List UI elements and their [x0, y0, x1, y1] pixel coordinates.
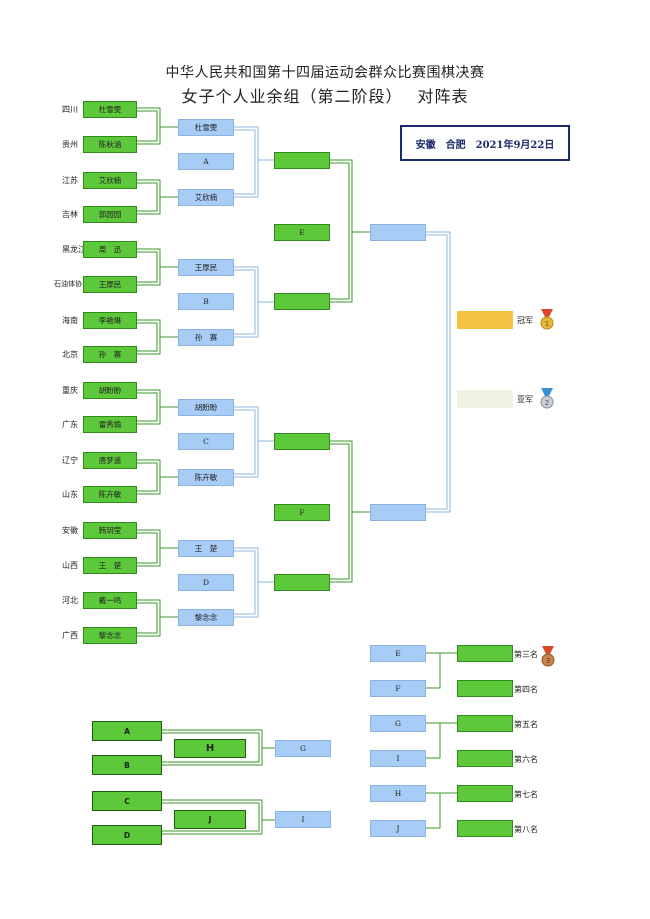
silver-medal-number: 2: [545, 399, 549, 407]
player-name-box: 陈秋涵: [83, 136, 137, 153]
consolation-c: C: [92, 791, 162, 811]
placement-win-label: 第七名: [514, 790, 538, 799]
round2-winner-box: 王 楚: [178, 540, 234, 557]
player-name-box: 王 楚: [83, 557, 137, 574]
player-province: 吉林: [62, 210, 78, 219]
round2-winner-box: 孙 赛: [178, 329, 234, 346]
round2-winner-box: 黎念念: [178, 609, 234, 626]
player-province: 黑龙江: [62, 245, 86, 254]
consolation-h: H: [174, 739, 246, 758]
placement-bottom-box: F: [370, 680, 426, 697]
player-name-box: 郭园园: [83, 206, 137, 223]
player-province: 安徽: [62, 526, 78, 535]
consolation-a: A: [92, 721, 162, 741]
round2-winner-box: 艾欣楠: [178, 189, 234, 206]
consolation-i: I: [275, 811, 331, 828]
page-title-line2: 女子个人业余组（第二阶段） 对阵表: [181, 87, 469, 106]
placement-lose-slot: [457, 680, 513, 697]
player-name-box: 王厚民: [83, 276, 137, 293]
player-name-box: 韩玥莹: [83, 522, 137, 539]
player-name-box: 李艳琳: [83, 312, 137, 329]
round2-letter-box: A: [178, 153, 234, 170]
page-title-line1: 中华人民共和国第十四届运动会群众比赛围棋决赛: [165, 65, 485, 81]
round2-winner-box: 陈卉敏: [178, 469, 234, 486]
placement-win-slot: [457, 785, 513, 802]
round2-winner-box: 王厚民: [178, 259, 234, 276]
player-province: 北京: [62, 350, 78, 359]
consolation-d: D: [92, 825, 162, 845]
runner-up-slot: [457, 390, 513, 408]
quarterfinal-winner-box: [274, 152, 330, 169]
final-slot-bottom: [370, 504, 426, 521]
silver-medal-icon: 2: [540, 388, 554, 409]
player-province: 江苏: [62, 176, 78, 185]
player-name-box: 杜雪雯: [83, 101, 137, 118]
player-province: 广东: [62, 420, 78, 429]
champion-slot: [457, 311, 513, 329]
player-province: 山西: [62, 561, 78, 570]
champion-label: 冠军: [517, 316, 533, 325]
round2-letter-box: D: [178, 574, 234, 591]
round2-winner-box: 胡盼盼: [178, 399, 234, 416]
info-box: 安徽 合肥 2021年9月22日: [400, 125, 570, 161]
player-province: 重庆: [62, 386, 78, 395]
quarterfinal-winner-box: [274, 433, 330, 450]
player-name-box: 陈卉敏: [83, 486, 137, 503]
location-text: 安徽 合肥: [415, 139, 466, 151]
player-province: 海南: [62, 316, 78, 325]
player-name-box: 雷秀瑜: [83, 416, 137, 433]
player-province: 辽宁: [62, 456, 78, 465]
placement-lose-label: 第八名: [514, 825, 538, 834]
placement-top-box: G: [370, 715, 426, 732]
player-name-box: 唐梦遥: [83, 452, 137, 469]
consolation-j: J: [174, 810, 246, 829]
bronze-medal-icon: 3: [541, 646, 555, 667]
quarterfinal-winner-box: [274, 293, 330, 310]
consolation-b: B: [92, 755, 162, 775]
placement-win-slot: [457, 645, 513, 662]
date-text: 2021年9月22日: [475, 139, 555, 151]
placement-lose-slot: [457, 820, 513, 837]
placement-bottom-box: I: [370, 750, 426, 767]
semi-letter-box: F: [274, 504, 330, 521]
player-name-box: 艾欣楠: [83, 172, 137, 189]
player-province: 山东: [62, 490, 78, 499]
placement-lose-label: 第四名: [514, 685, 538, 694]
player-province: 石油体协: [54, 280, 82, 288]
player-province: 广西: [62, 631, 78, 640]
round2-letter-box: B: [178, 293, 234, 310]
placement-lose-slot: [457, 750, 513, 767]
round2-winner-box: 杜雪雯: [178, 119, 234, 136]
placement-win-slot: [457, 715, 513, 732]
placement-lose-label: 第六名: [514, 755, 538, 764]
player-name-box: 周 迅: [83, 241, 137, 258]
player-province: 四川: [62, 105, 78, 114]
player-province: 贵州: [62, 140, 78, 149]
consolation-g: G: [275, 740, 331, 757]
round2-letter-box: C: [178, 433, 234, 450]
player-name-box: 戴一鸣: [83, 592, 137, 609]
gold-medal-number: 1: [545, 320, 549, 328]
semi-letter-box: E: [274, 224, 330, 241]
player-name-box: 孙 赛: [83, 346, 137, 363]
bronze-medal-number: 3: [546, 657, 550, 665]
quarterfinal-winner-box: [274, 574, 330, 591]
placement-top-box: H: [370, 785, 426, 802]
placement-win-label: 第三名: [514, 650, 538, 659]
final-slot-top: [370, 224, 426, 241]
player-name-box: 胡盼盼: [83, 382, 137, 399]
placement-win-label: 第五名: [514, 720, 538, 729]
gold-medal-icon: 1: [540, 309, 554, 330]
runner-up-label: 亚军: [517, 395, 533, 404]
player-province: 河北: [62, 596, 78, 605]
player-name-box: 黎念念: [83, 627, 137, 644]
placement-top-box: E: [370, 645, 426, 662]
placement-bottom-box: J: [370, 820, 426, 837]
